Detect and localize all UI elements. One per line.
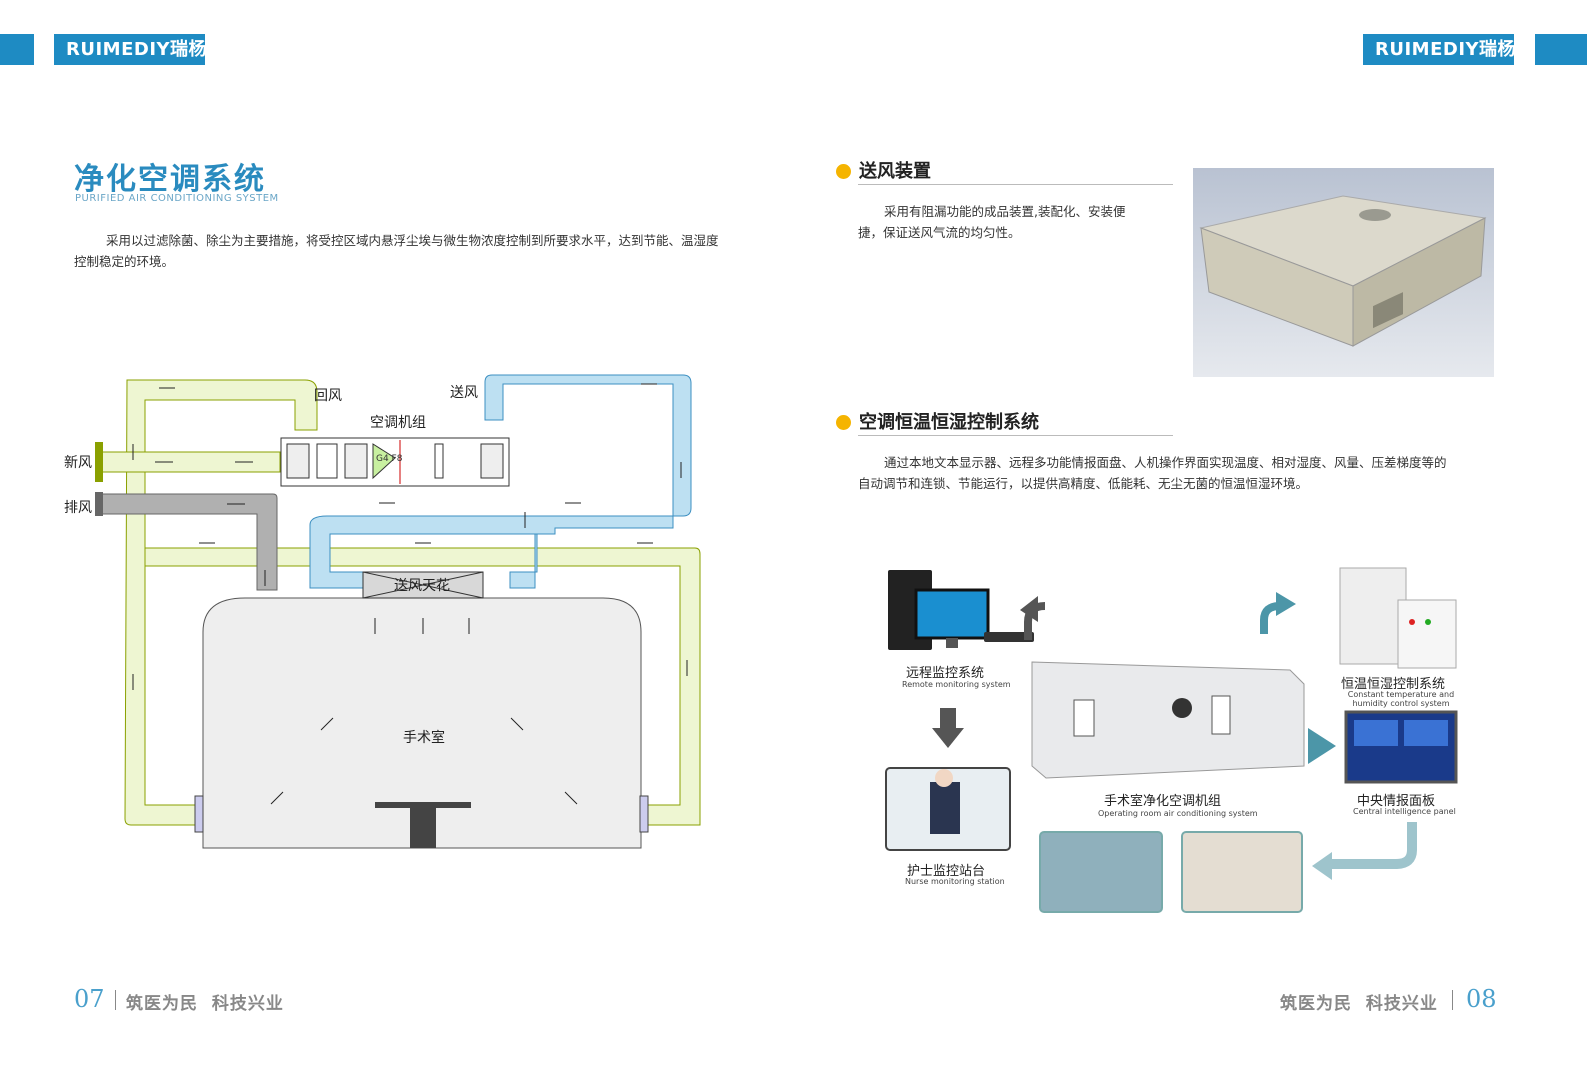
section-text-control-system: 通过本地文本显示器、远程多功能情报面盘、人机操作界面实现温度、相对湿度、风量、压… — [858, 455, 1447, 491]
label-or-ahu: 手术室净化空调机组 — [1104, 794, 1222, 809]
header-bar-left — [0, 34, 34, 65]
footer-separator-left — [115, 990, 116, 1010]
brand-logo-right: RUIMEDIY瑞杨 — [1363, 34, 1516, 65]
label-supply-ceiling: 送风天花 — [394, 578, 450, 594]
ahu-unit — [280, 437, 510, 487]
operating-room — [202, 597, 642, 849]
page-subtitle: PURIFIED AIR CONDITIONING SYSTEM — [75, 193, 279, 204]
footer-slogan-right: 筑医为民 科技兴业 — [1280, 994, 1438, 1014]
section-text-supply-device: 采用有阻漏功能的成品装置,装配化、安装便捷，保证送风气流的均匀性。 — [858, 204, 1126, 240]
header-bar-right — [1535, 34, 1587, 65]
label-operating-room: 手术室 — [403, 730, 445, 746]
hvac-diagram: G4 F8 — [95, 374, 701, 849]
section-title-control-system: 空调恒温恒湿控制系统 — [836, 408, 1039, 434]
section-divider — [858, 435, 1173, 436]
label-ahu: 空调机组 — [370, 415, 426, 431]
label-exhaust: 排风 — [64, 500, 92, 516]
label-fresh-air: 新风 — [64, 455, 92, 471]
system-illustration — [885, 567, 1458, 913]
intro-paragraph: 采用以过滤除菌、除尘为主要措施，将受控区域内悬浮尘埃与微生物浓度控制到所要求水平… — [74, 233, 719, 269]
label-remote-monitoring-en: Remote monitoring system — [902, 680, 1011, 689]
footer-slogan-left: 筑医为民 科技兴业 — [126, 994, 284, 1014]
supply-duct — [309, 374, 692, 589]
label-nurse-station-en: Nurse monitoring station — [905, 877, 1005, 886]
bullet-dot — [836, 164, 851, 179]
label-return-air: 回风 — [314, 388, 342, 404]
label-nurse-station: 护士监控站台 — [907, 864, 986, 879]
footer-separator-right — [1452, 990, 1453, 1010]
return-duct — [99, 379, 701, 826]
supply-device-image — [1193, 168, 1494, 377]
label-or-ahu-en: Operating room air conditioning system — [1098, 809, 1258, 818]
bullet-dot — [836, 415, 851, 430]
brand-logo-left: RUIMEDIY瑞杨 — [54, 34, 207, 65]
page-number-left: 07 — [74, 985, 105, 1013]
label-supply-air: 送风 — [450, 385, 478, 401]
filter-label: G4 F8 — [376, 454, 403, 464]
airflow-arrows — [132, 383, 688, 805]
page-title: 净化空调系统 — [74, 162, 266, 197]
section-title-supply-device: 送风装置 — [836, 157, 931, 183]
section-divider — [858, 184, 1173, 185]
page-number-right: 08 — [1466, 985, 1497, 1013]
operating-table — [375, 802, 471, 808]
exhaust-duct — [99, 493, 278, 591]
label-remote-monitoring: 远程监控系统 — [906, 666, 985, 681]
label-control-system-en: Constant temperature and humidity contro… — [1347, 690, 1455, 708]
label-central-panel-en: Central intelligence panel — [1353, 807, 1456, 816]
label-control-system: 恒温恒湿控制系统 — [1341, 677, 1446, 692]
label-central-panel: 中央情报面板 — [1357, 794, 1436, 809]
